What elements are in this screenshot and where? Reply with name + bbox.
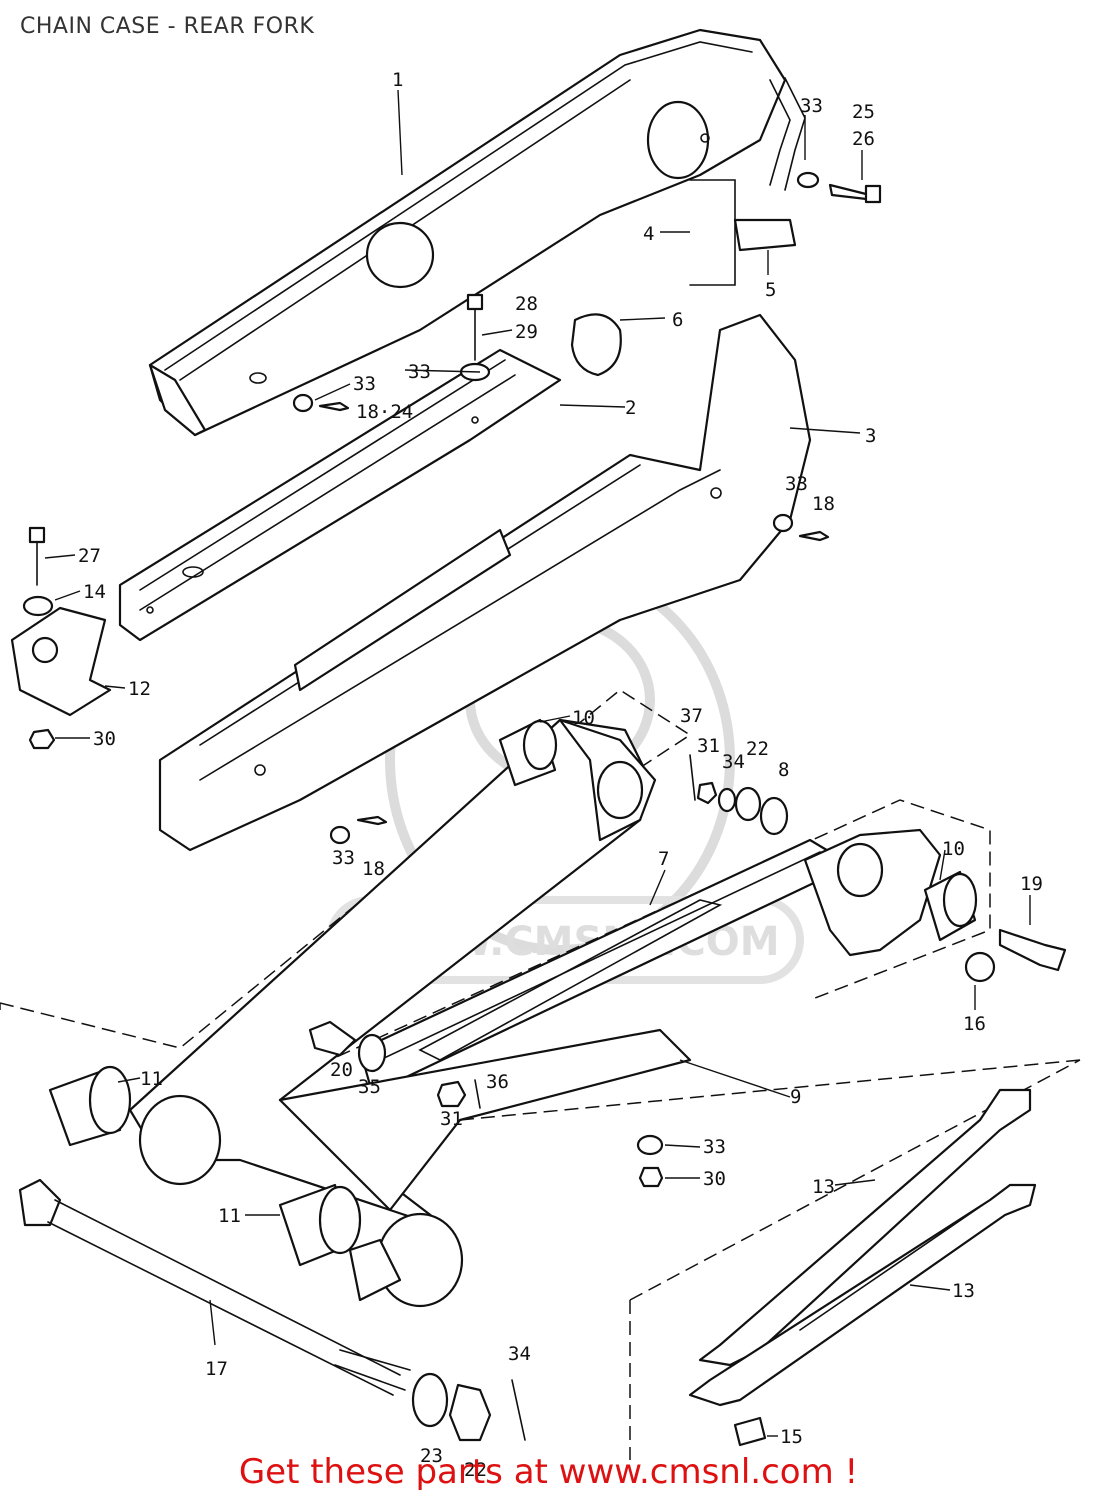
callout-17: 17 xyxy=(205,1358,228,1380)
callout-28: 28 xyxy=(515,293,538,315)
callout-1: 1 xyxy=(392,69,403,91)
callout-5: 5 xyxy=(765,279,776,301)
callout-33: 33 xyxy=(332,847,355,869)
callout-labels: 1 33 25 26 4 5 28 29 6 33 33 18·24 2 3 3… xyxy=(78,69,1043,1481)
callout-37: 37 xyxy=(680,705,703,727)
callout-3: 3 xyxy=(865,425,876,447)
pivot-axle xyxy=(18,1178,526,1442)
diagram-title: CHAIN CASE - REAR FORK xyxy=(20,14,315,39)
callout-13: 13 xyxy=(812,1176,835,1198)
callout-26: 26 xyxy=(852,128,875,150)
callout-33: 33 xyxy=(353,373,376,395)
fork-arm xyxy=(358,828,942,1087)
callout-4: 4 xyxy=(643,223,654,245)
callout-31: 31 xyxy=(697,735,720,757)
small-hardware xyxy=(308,754,1067,1188)
callout-30: 30 xyxy=(703,1168,726,1190)
bushings xyxy=(48,718,978,1267)
callout-11: 11 xyxy=(218,1205,241,1227)
chain-joint xyxy=(689,171,882,286)
callout-33: 33 xyxy=(785,473,808,495)
callout-10: 10 xyxy=(942,838,965,860)
chain-case-middle xyxy=(118,348,562,642)
callout-23: 23 xyxy=(420,1445,443,1467)
callout-12: 12 xyxy=(128,678,151,700)
callout-11: 11 xyxy=(140,1068,163,1090)
bracket xyxy=(10,526,112,750)
callout-22: 22 xyxy=(746,738,769,760)
callout-29: 29 xyxy=(515,321,538,343)
callout-15: 15 xyxy=(780,1426,803,1448)
callout-33: 33 xyxy=(408,361,431,383)
callout-18: 18 xyxy=(812,493,835,515)
callout-20: 20 xyxy=(330,1059,353,1081)
callout-6: 6 xyxy=(672,309,683,331)
callout-30: 30 xyxy=(93,728,116,750)
leader-lines xyxy=(44,89,1031,1437)
callout-14: 14 xyxy=(83,581,106,603)
callout-13: 13 xyxy=(952,1280,975,1302)
callout-18-24: 18·24 xyxy=(356,401,413,423)
chain-case-upper xyxy=(148,28,806,437)
callout-8: 8 xyxy=(778,759,789,781)
callout-25: 25 xyxy=(852,101,875,123)
callout-16: 16 xyxy=(963,1013,986,1035)
callout-22: 22 xyxy=(464,1459,487,1481)
callout-33: 33 xyxy=(703,1136,726,1158)
chain-guide-straps xyxy=(688,1088,1037,1447)
callout-34: 34 xyxy=(508,1343,531,1365)
callout-10: 10 xyxy=(572,707,595,729)
callout-7: 7 xyxy=(658,848,669,870)
callout-31: 31 xyxy=(440,1108,463,1130)
callout-18: 18 xyxy=(362,858,385,880)
callout-36: 36 xyxy=(486,1071,509,1093)
callout-34: 34 xyxy=(722,751,745,773)
callout-2: 2 xyxy=(625,397,636,419)
callout-27: 27 xyxy=(78,545,101,567)
callout-19: 19 xyxy=(1020,873,1043,895)
callout-9: 9 xyxy=(790,1086,801,1108)
callout-35: 35 xyxy=(358,1076,381,1098)
footer-link-text[interactable]: Get these parts at www.cmsnl.com ! xyxy=(238,1452,859,1492)
callout-33: 33 xyxy=(800,95,823,117)
chain-case-lower xyxy=(158,313,812,852)
swing-arm xyxy=(128,718,692,1308)
